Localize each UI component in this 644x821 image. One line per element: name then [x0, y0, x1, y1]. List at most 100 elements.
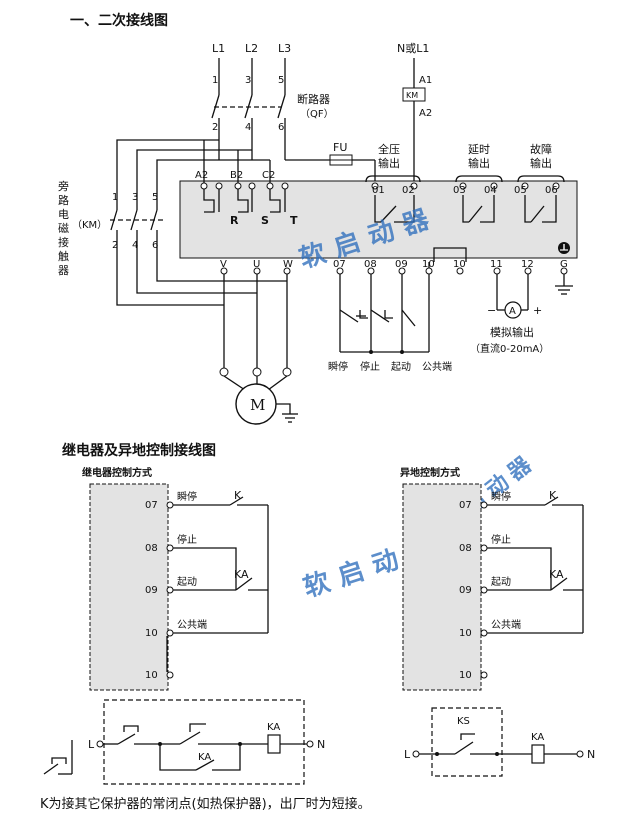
analog-plus: + [533, 304, 542, 317]
bypass-pin-6: 6 [152, 240, 158, 251]
relay-pin-04: 04 [484, 185, 497, 196]
relay-control-panel: 继电器控制方式 07 08 09 10 10 瞬停 停止 起动 公共端 K KA [82, 466, 269, 691]
terminal-w: W [283, 259, 293, 270]
terminal-08: 08 [364, 259, 377, 270]
breaker-pin-2: 2 [212, 122, 218, 133]
relay-ctrl-label-start: 起动 [177, 576, 197, 588]
relay-fault-title-2: 输出 [530, 156, 552, 170]
relay-ctrl-label-instant-stop: 瞬停 [177, 490, 197, 503]
supply-l1: L1 [212, 42, 225, 55]
breaker-pin-5: 5 [278, 75, 284, 86]
relay-output-fault: 故障 输出 05 06 [514, 142, 565, 223]
bypass-pin-4: 4 [132, 240, 138, 251]
terminal-a2: A2 [195, 170, 208, 181]
coil-a1: A1 [419, 75, 432, 86]
supply-l3: L3 [278, 42, 291, 55]
breaker-pin-4: 4 [245, 122, 251, 133]
fuse-label: FU [333, 141, 347, 154]
relay-pin-01: 01 [372, 185, 385, 196]
relay-full-title-1: 全压 [378, 142, 400, 156]
terminal-c2: C2 [262, 170, 275, 181]
remote-ctrl-k: K [549, 489, 557, 502]
bypass-label-7: 器 [58, 264, 69, 277]
right-circuit-ks: KS [457, 716, 470, 727]
bypass-pin-2: 2 [112, 240, 118, 251]
remote-ctrl-ka: KA [549, 568, 564, 581]
right-circuit-l: L [404, 748, 411, 761]
remote-ctrl-pin-07: 07 [459, 500, 472, 511]
relay-ctrl-k: K [234, 489, 242, 502]
relay-ctrl-title: 继电器控制方式 [82, 466, 152, 479]
soft-starter-body [179, 180, 578, 259]
terminal-g: G [560, 259, 568, 270]
right-circuit-n: N [587, 748, 595, 761]
ctrl-label-common: 公共端 [422, 360, 452, 373]
breaker-pin-3: 3 [245, 75, 251, 86]
relay-full-title-2: 输出 [378, 156, 400, 170]
relay-output-delay: 延时 输出 03 04 [453, 143, 503, 223]
remote-ctrl-label-instant-stop: 瞬停 [491, 490, 511, 503]
bypass-label-4: 磁 [58, 222, 69, 235]
ctrl-label-start: 起动 [391, 361, 411, 373]
relay-pin-02: 02 [402, 185, 415, 196]
relay-ctrl-pin-10a: 10 [145, 628, 158, 639]
analog-label: 模拟输出 [490, 325, 534, 339]
heading-second: 继电器及异地控制接线图 [62, 442, 216, 459]
km-coil-label: KM [406, 91, 418, 100]
terminal-t: T [290, 214, 298, 227]
remote-ctrl-label-start: 起动 [491, 576, 511, 588]
breaker-qf: 2 4 6 断路器 （QF） [211, 92, 334, 160]
relay-delay-title-1: 延时 [468, 143, 490, 156]
supply-l2: L2 [245, 42, 258, 55]
relay-ctrl-pin-09: 09 [145, 585, 158, 596]
left-circuit-n: N [317, 738, 325, 751]
ammeter-label: A [509, 306, 516, 317]
bypass-label-6: 触 [58, 249, 69, 263]
terminal-u: U [253, 259, 260, 270]
analog-minus: − [487, 304, 496, 317]
terminal-07: 07 [333, 259, 346, 270]
analog-range: （直流0-20mA） [470, 342, 549, 355]
terminal-10b: 10 [453, 259, 466, 270]
terminal-b2: B2 [230, 170, 243, 181]
breaker-code: （QF） [300, 108, 334, 120]
breaker-pin-1: 1 [212, 75, 218, 86]
relay-ctrl-label-stop: 停止 [177, 533, 197, 546]
relay-pin-03: 03 [453, 185, 466, 196]
terminal-12: 12 [521, 259, 534, 270]
remote-ctrl-pin-09: 09 [459, 585, 472, 596]
relay-pin-05: 05 [514, 185, 527, 196]
remote-ctrl-pin-10a: 10 [459, 628, 472, 639]
bypass-pin-3: 3 [132, 192, 138, 203]
breaker-label: 断路器 [297, 92, 330, 106]
left-control-circuit: L N KA KA [43, 699, 325, 785]
heading-main: 一、二次接线图 [70, 12, 168, 29]
remote-ctrl-title: 异地控制方式 [400, 466, 460, 479]
motor-label: M [250, 396, 265, 414]
bypass-label-1: 旁 [58, 179, 69, 193]
ground-symbol [555, 274, 573, 295]
ammeter-icon [504, 301, 522, 319]
coil-a2: A2 [419, 108, 432, 119]
bypass-pin-1: 1 [112, 192, 118, 203]
control-buttons: 瞬停 停止 起动 公共端 [328, 274, 452, 373]
terminal-11: 11 [490, 259, 503, 270]
right-ka-coil [531, 744, 545, 764]
ground-badge [558, 242, 570, 254]
relay-ctrl-ka: KA [234, 568, 249, 581]
terminal-s: S [261, 214, 269, 227]
terminal-v: V [220, 259, 227, 270]
remote-ctrl-pin-10b: 10 [459, 670, 472, 681]
breaker-pin-6: 6 [278, 122, 284, 133]
relay-fault-title-1: 故障 [530, 142, 552, 156]
bypass-label-2: 路 [58, 194, 69, 207]
right-circuit-ka-coil: KA [531, 732, 544, 743]
relay-delay-title-2: 输出 [468, 156, 490, 170]
relay-pin-06: 06 [545, 185, 558, 196]
bypass-label-5: 接 [58, 236, 69, 249]
left-ka-coil [267, 734, 281, 754]
ctrl-label-instant-stop: 瞬停 [328, 360, 348, 373]
km-coil-branch: N或L1 A1 KM A2 [397, 42, 432, 186]
right-control-circuit: L N KS KA [404, 707, 595, 777]
